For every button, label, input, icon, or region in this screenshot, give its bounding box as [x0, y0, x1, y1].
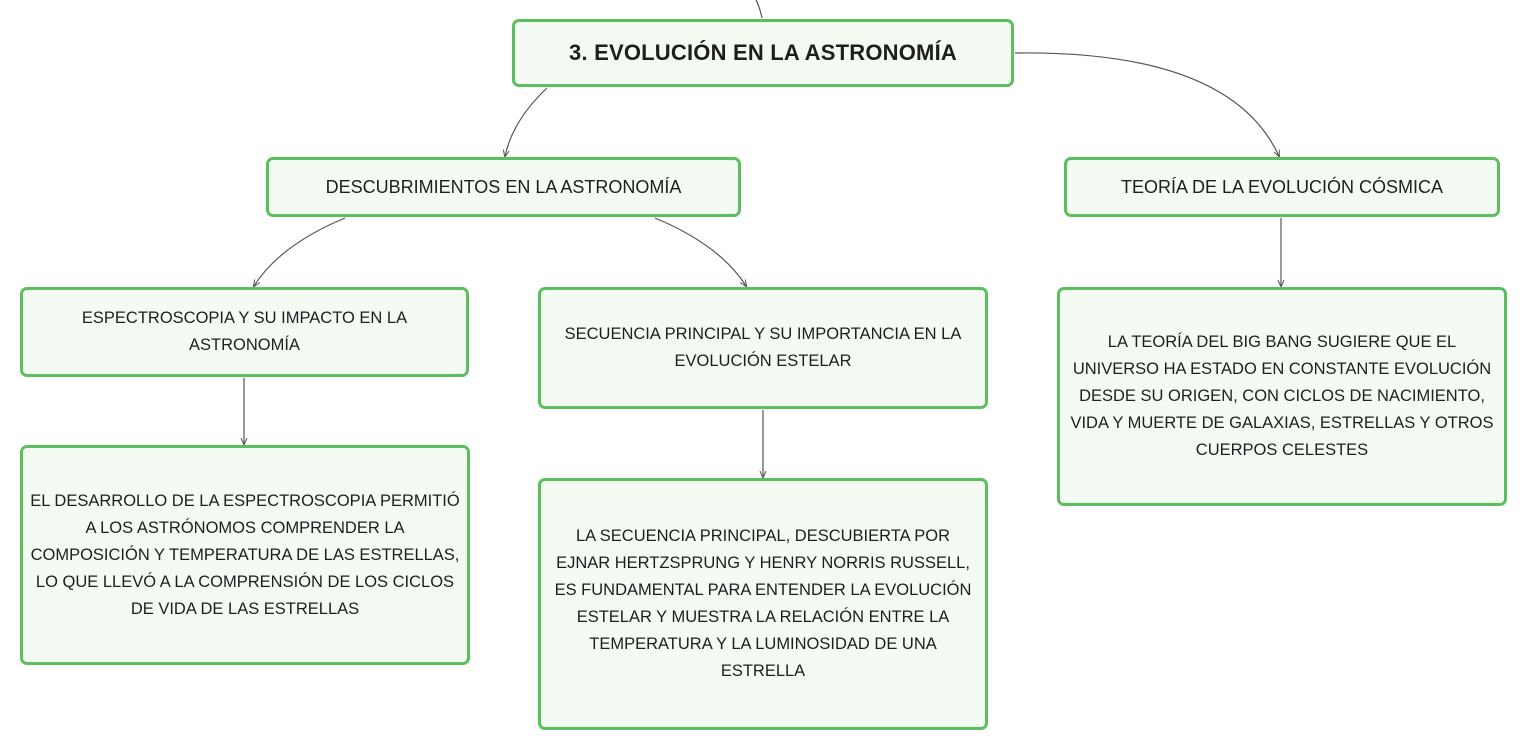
root-topic-label: 3. EVOLUCIÓN EN LA ASTRONOMÍA: [569, 40, 957, 65]
detail-node-big-bang[interactable]: LA TEORÍA DEL BIG BANG SUGIERE QUE EL UN…: [1057, 287, 1507, 506]
topic-node-descubrimientos[interactable]: DESCUBRIMIENTOS EN LA ASTRONOMÍA: [266, 157, 741, 217]
detail-node-espectroscopia[interactable]: EL DESARROLLO DE LA ESPECTROSCOPIA PERMI…: [20, 445, 470, 665]
connector-parent-to-root: [755, 0, 763, 19]
detail-text-secuencia-principal: LA SECUENCIA PRINCIPAL, DESCUBIERTA POR …: [554, 527, 972, 680]
subtopic-label-secuencia-principal: SECUENCIA PRINCIPAL Y SU IMPORTANCIA EN …: [564, 325, 962, 370]
subtopic-node-secuencia-principal[interactable]: SECUENCIA PRINCIPAL Y SU IMPORTANCIA EN …: [538, 287, 988, 409]
connector-root-to-descubrimientos: [505, 87, 548, 156]
subtopic-node-espectroscopia[interactable]: ESPECTROSCOPIA Y SU IMPACTO EN LA ASTRON…: [20, 287, 469, 377]
connector-root-to-teoria: [1014, 52, 1279, 156]
detail-text-espectroscopia: EL DESARROLLO DE LA ESPECTROSCOPIA PERMI…: [30, 491, 460, 618]
detail-text-big-bang: LA TEORÍA DEL BIG BANG SUGIERE QUE EL UN…: [1070, 333, 1494, 459]
subtopic-label-espectroscopia: ESPECTROSCOPIA Y SU IMPACTO EN LA ASTRON…: [81, 309, 408, 354]
root-topic-node[interactable]: 3. EVOLUCIÓN EN LA ASTRONOMÍA: [512, 19, 1014, 87]
connector-descubrimientos-to-espectroscopia: [254, 217, 346, 286]
topic-label-descubrimientos: DESCUBRIMIENTOS EN LA ASTRONOMÍA: [325, 176, 682, 197]
connector-descubrimientos-to-secuencia: [654, 217, 746, 286]
topic-node-teoria-evolucion-cosmica[interactable]: TEORÍA DE LA EVOLUCIÓN CÓSMICA: [1064, 157, 1500, 217]
topic-label-teoria-evolucion-cosmica: TEORÍA DE LA EVOLUCIÓN CÓSMICA: [1120, 176, 1444, 197]
detail-node-secuencia-principal[interactable]: LA SECUENCIA PRINCIPAL, DESCUBIERTA POR …: [538, 478, 988, 730]
